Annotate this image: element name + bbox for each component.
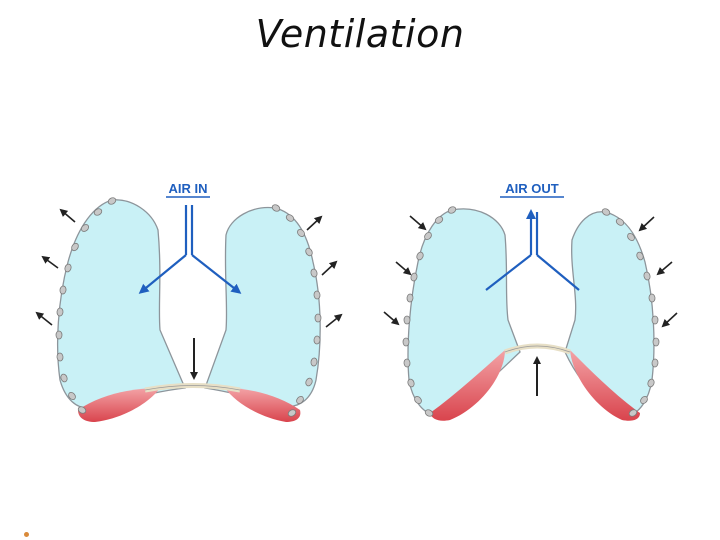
airway-inhale [138,205,242,294]
right-diaphragm-muscle-exhale [570,350,640,421]
air-in-label: AIR IN [169,181,208,196]
rib-outward-arrows [35,208,343,328]
air-out-label: AIR OUT [505,181,559,196]
ribs-exhale [402,206,660,417]
right-diaphragm-muscle-inhale [225,388,301,422]
ribs-inhale [55,197,322,417]
right-lung-exhale [564,211,655,416]
rib-inward-arrows [383,215,678,328]
left-diaphragm-muscle-exhale [430,350,505,421]
left-diaphragm-muscle-inhale [78,388,160,422]
exhale-panel: AIR OUT [383,181,678,421]
right-lung-inhale [204,206,321,407]
inhale-panel: AIR IN [35,181,343,422]
left-lung-exhale [407,208,521,416]
slide-bullet-dot [24,532,29,537]
left-lung-inhale [57,199,186,409]
slide-title: Ventilation [255,12,465,56]
airway-exhale [485,209,580,291]
